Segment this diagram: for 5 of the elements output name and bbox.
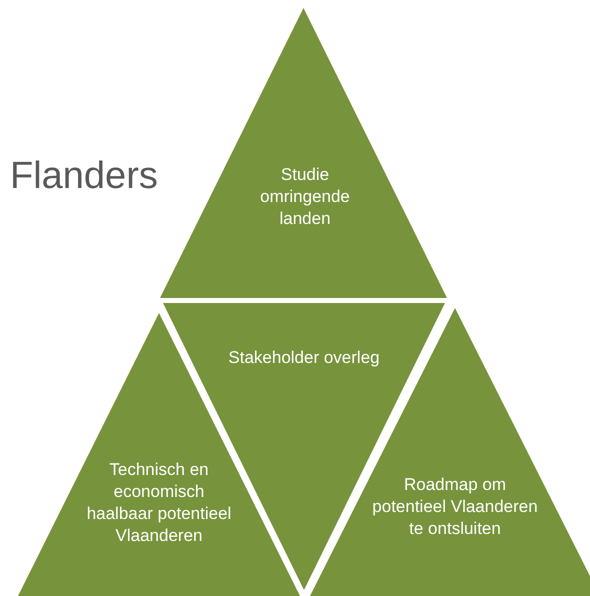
triangle-label: Roadmap om potentieel Vlaanderen te ontsluiten bbox=[371, 474, 539, 540]
triangle-label: Technisch en economisch haalbaar potentieel Vlaanderen bbox=[86, 459, 232, 547]
triangle-label: Stakeholder overleg bbox=[227, 347, 381, 369]
triangle-label: Studie omringende landen bbox=[259, 164, 351, 230]
diagram-title: Flanders bbox=[10, 155, 158, 198]
